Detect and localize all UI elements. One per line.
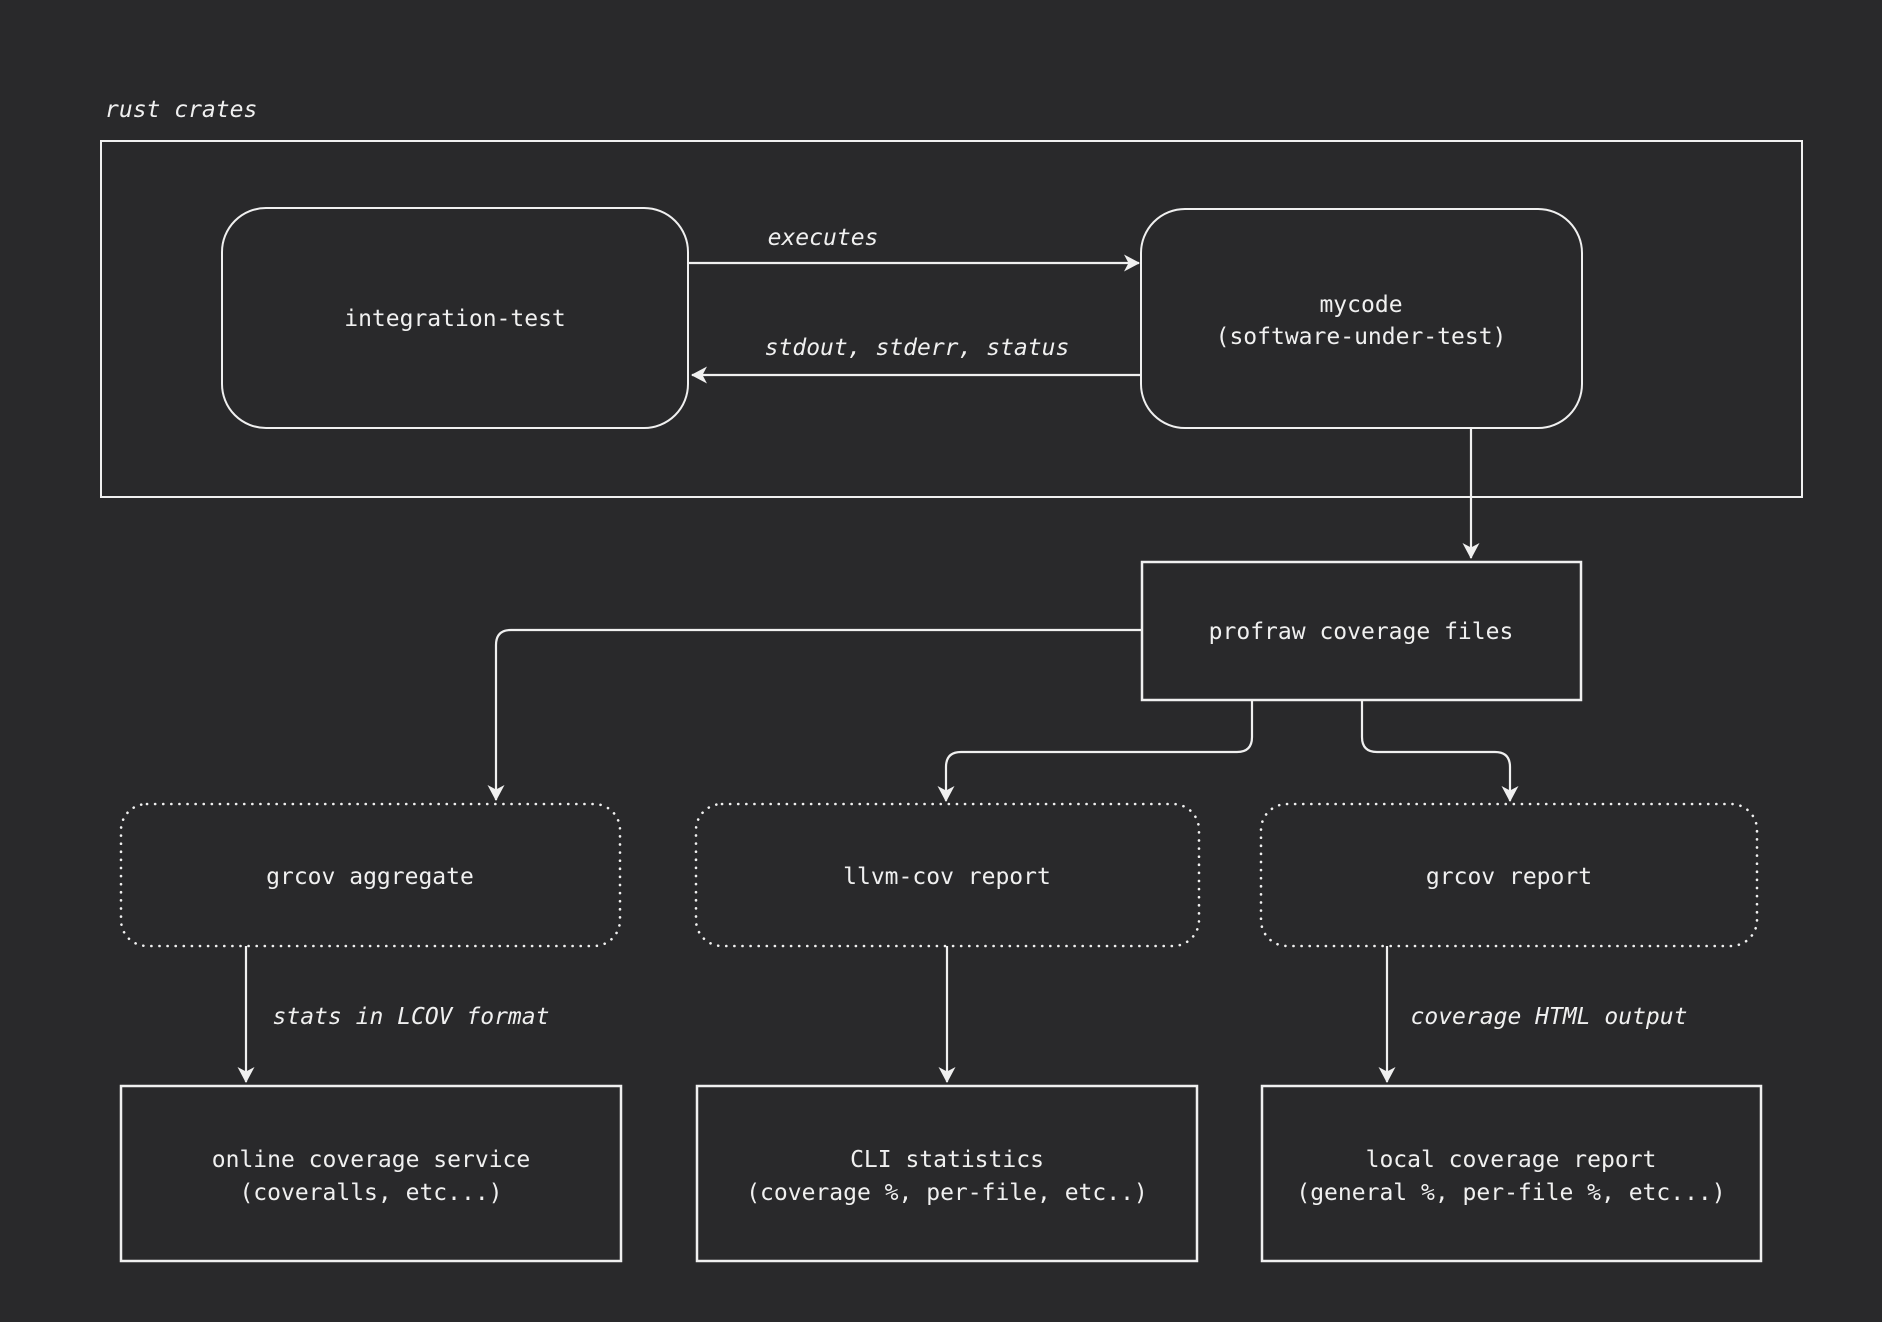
node-integration-test-label: integration-test: [344, 306, 566, 332]
node-local-coverage-report-line2: (general %, per-file %, etc...): [1296, 1180, 1725, 1206]
group-container-rust-crates: [100, 140, 1803, 498]
group-label-rust-crates: rust crates: [105, 97, 257, 123]
node-online-coverage-service-line1: online coverage service: [212, 1147, 531, 1173]
node-llvm-cov-report: [694, 802, 1201, 948]
node-local-coverage-report-line1: local coverage report: [1366, 1147, 1657, 1173]
node-cli-statistics-line1: CLI statistics: [850, 1147, 1044, 1173]
node-online-coverage-service: [119, 1084, 623, 1263]
node-integration-test: [221, 207, 689, 429]
node-grcov-aggregate-label: grcov aggregate: [266, 864, 474, 890]
node-mycode: [1140, 208, 1583, 429]
node-mycode-label-line1: mycode: [1319, 292, 1402, 318]
node-llvm-cov-report-label: llvm-cov report: [843, 864, 1051, 890]
edge-profraw-to-llvm-cov: [937, 700, 1254, 802]
edge-profraw-to-grcov-report: [1360, 700, 1519, 802]
edge-executes-label: executes: [768, 225, 879, 251]
edge-stdout-label: stdout, stderr, status: [765, 335, 1070, 361]
node-cli-statistics-line2: (coverage %, per-file, etc..): [746, 1180, 1148, 1206]
node-grcov-aggregate: [119, 802, 622, 948]
node-online-coverage-service-line2: (coveralls, etc...): [239, 1180, 502, 1206]
node-local-coverage-report: [1260, 1084, 1763, 1263]
node-mycode-label-line2: (software-under-test): [1216, 324, 1507, 350]
edge-lcov-label: stats in LCOV format: [273, 1004, 550, 1030]
node-cli-statistics: [695, 1084, 1199, 1263]
edge-html-label: coverage HTML output: [1411, 1004, 1688, 1030]
node-grcov-report-label: grcov report: [1426, 864, 1592, 890]
node-profraw-label: profraw coverage files: [1209, 619, 1514, 645]
edge-profraw-to-grcov-aggregate: [487, 628, 1142, 801]
